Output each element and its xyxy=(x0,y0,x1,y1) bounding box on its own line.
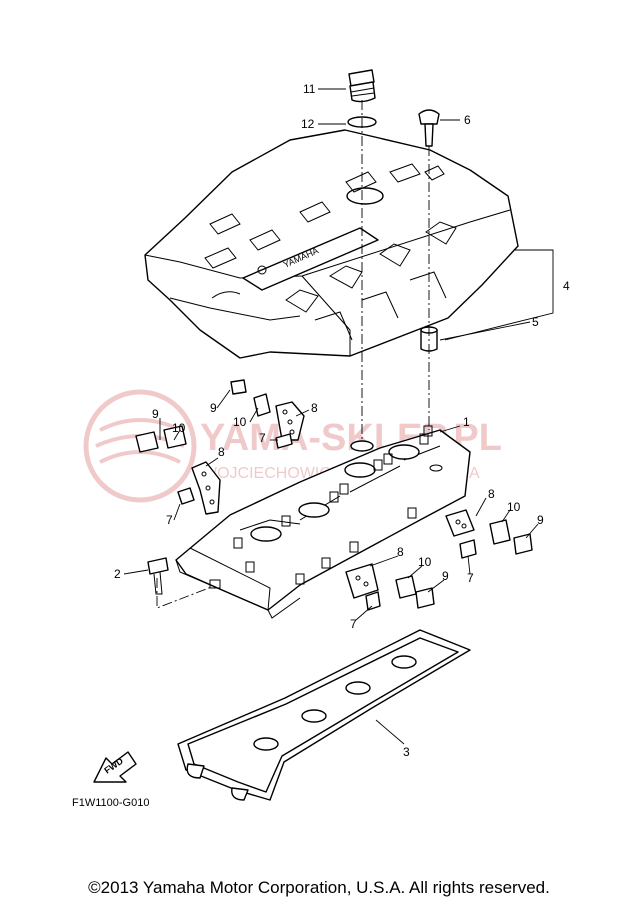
callout-7-left: 7 xyxy=(166,513,173,527)
callout-8-upper: 8 xyxy=(311,401,318,415)
callout-7-right: 7 xyxy=(467,571,474,585)
bracket-lower xyxy=(345,563,435,611)
callout-10-right: 10 xyxy=(507,500,521,514)
copyright-notice: ©2013 Yamaha Motor Corporation, U.S.A. A… xyxy=(88,878,550,897)
callout-8-left: 8 xyxy=(218,445,225,459)
callout-10-left: 10 xyxy=(172,421,186,435)
fwd-arrow: FWD xyxy=(93,751,137,783)
callout-10-upper: 10 xyxy=(233,415,247,429)
leader-lines xyxy=(123,88,554,745)
bracket-right xyxy=(445,509,533,559)
cylinder-head-cover xyxy=(175,425,471,619)
assembly-line-stud xyxy=(156,578,215,609)
callout-8-right: 8 xyxy=(488,487,495,501)
callout-1: 1 xyxy=(463,415,470,429)
cover-bolt xyxy=(418,109,440,147)
callout-2: 2 xyxy=(114,567,121,581)
callout-10-lower: 10 xyxy=(418,555,432,569)
callout-9-lower: 9 xyxy=(442,569,449,583)
callout-7-lower: 7 xyxy=(350,617,357,631)
oil-filler-cap xyxy=(348,69,376,103)
diagram-code: F1W1100-G010 xyxy=(72,797,149,809)
callout-7-upper: 7 xyxy=(259,431,266,445)
callout-8-lower: 8 xyxy=(397,545,404,559)
bracket-left xyxy=(135,425,221,515)
bracket-upper-left xyxy=(230,379,305,449)
callout-4: 4 xyxy=(563,279,570,293)
callout-9-left: 9 xyxy=(152,407,159,421)
callout-12: 12 xyxy=(301,117,315,131)
callout-11: 11 xyxy=(303,82,316,96)
callout-6: 6 xyxy=(464,113,471,127)
engine-cover: YAMAHA xyxy=(144,129,519,359)
callout-5: 5 xyxy=(532,315,539,329)
callout-9-right: 9 xyxy=(537,513,544,527)
head-cover-gasket xyxy=(177,629,471,801)
callout-9-upper: 9 xyxy=(210,401,217,415)
cover-mount-bolt xyxy=(147,557,169,595)
callout-3: 3 xyxy=(403,745,410,759)
